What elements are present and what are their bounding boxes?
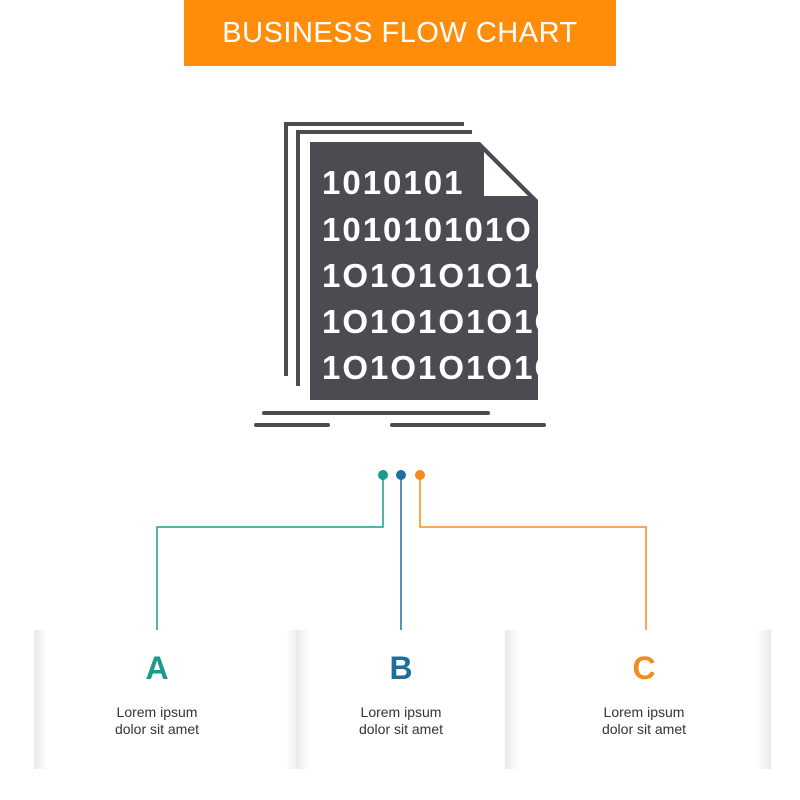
step-text-a-line1: Lorem ipsum — [116, 704, 198, 720]
step-text-a: Lorem ipsum dolor sit amet — [24, 704, 290, 738]
step-letter-a: A — [145, 650, 169, 686]
binary-code-file-icon: 1010101 101010101O 1O1O1O1O1O 1O1O1O1O1O… — [254, 122, 562, 427]
step-panel-c — [505, 630, 771, 769]
page-title: BUSINESS FLOW CHART — [222, 16, 578, 49]
binary-line-1: 1010101 — [322, 164, 464, 201]
binary-line-3: 1O1O1O1O1O — [322, 257, 562, 294]
node-a — [378, 470, 388, 480]
step-panel-a — [34, 630, 300, 769]
step-text-b-line2: dolor sit amet — [358, 721, 444, 737]
step-letter-b: B — [389, 650, 413, 686]
step-text-c-line1: Lorem ipsum — [603, 704, 685, 720]
title-banner: BUSINESS FLOW CHART — [184, 0, 616, 66]
step-letter-c: C — [632, 650, 656, 686]
connector-a — [156, 478, 384, 636]
binary-line-4: 1O1O1O1O1O — [322, 303, 562, 340]
step-text-a-line2: dolor sit amet — [114, 721, 200, 737]
binary-line-5: 1O1O1O1O1O — [322, 349, 562, 386]
step-text-c: Lorem ipsum dolor sit amet — [511, 704, 777, 738]
step-text-b: Lorem ipsum dolor sit amet — [268, 704, 534, 738]
binary-line-2: 101010101O — [322, 211, 533, 248]
node-c — [415, 470, 425, 480]
node-b — [396, 470, 406, 480]
step-text-b-line1: Lorem ipsum — [360, 704, 442, 720]
step-text-c-line2: dolor sit amet — [601, 721, 687, 737]
connector-c — [419, 478, 647, 636]
